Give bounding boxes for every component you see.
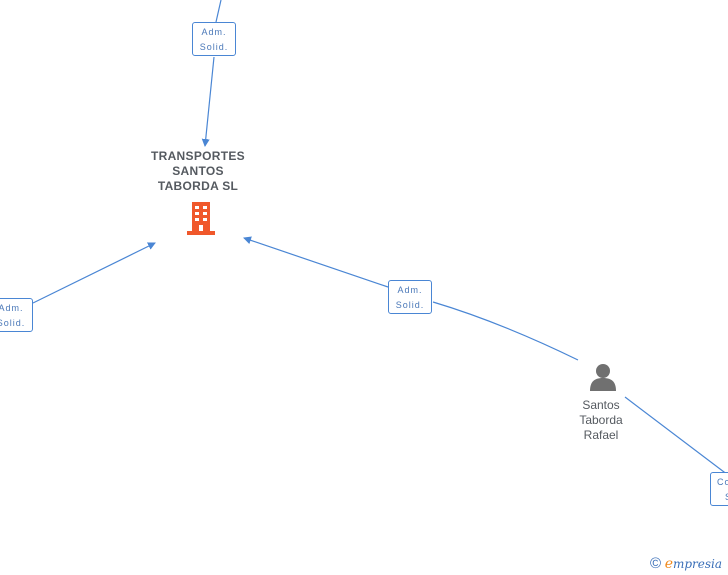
person-node-label[interactable]: Santos Taborda Rafael [563,398,639,443]
edge-arrow-person [243,236,389,288]
company-name-line: SANTOS [172,164,224,178]
edge-label-line2: S [717,490,728,505]
edge-label-line1: Co [717,477,728,487]
edge-line-person [432,301,579,361]
edge-line-top [215,0,222,23]
person-name-line: Santos [582,398,620,412]
edge-label-bottom-right[interactable]: Co S [710,472,728,506]
edge-label-top[interactable]: Adm. Solid. [192,22,236,56]
person-icon[interactable] [589,363,617,391]
edge-label-line2: Solid. [0,318,26,328]
edge-label-left[interactable]: Adm. Solid. [0,298,33,332]
building-icon[interactable] [185,200,217,236]
company-name-line: TABORDA SL [157,179,239,193]
brand-rest: mpresia [672,557,723,571]
brand-logo: empresia [664,556,723,572]
edge-arrow-left [32,242,156,304]
edge-label-person[interactable]: Adm. Solid. [388,280,432,314]
edge-line-bottom-right [624,396,728,476]
empresia-watermark: © empresia [650,555,722,573]
edge-label-line1: Adm. [201,27,227,37]
edge-arrow-top [201,56,215,147]
edge-label-line2: Solid. [395,300,425,310]
edge-label-line1: Adm. [397,285,423,295]
person-name-line: Rafael [583,428,619,442]
company-node-label[interactable]: TRANSPORTES SANTOS TABORDA SL [138,149,258,194]
edge-label-line2: Solid. [199,42,229,52]
person-name-line: Taborda [579,413,623,427]
copyright-symbol: © [650,555,662,572]
edge-label-line1: Adm. [0,303,24,313]
company-name-line: TRANSPORTES [151,149,245,163]
brand-initial: e [664,556,673,572]
